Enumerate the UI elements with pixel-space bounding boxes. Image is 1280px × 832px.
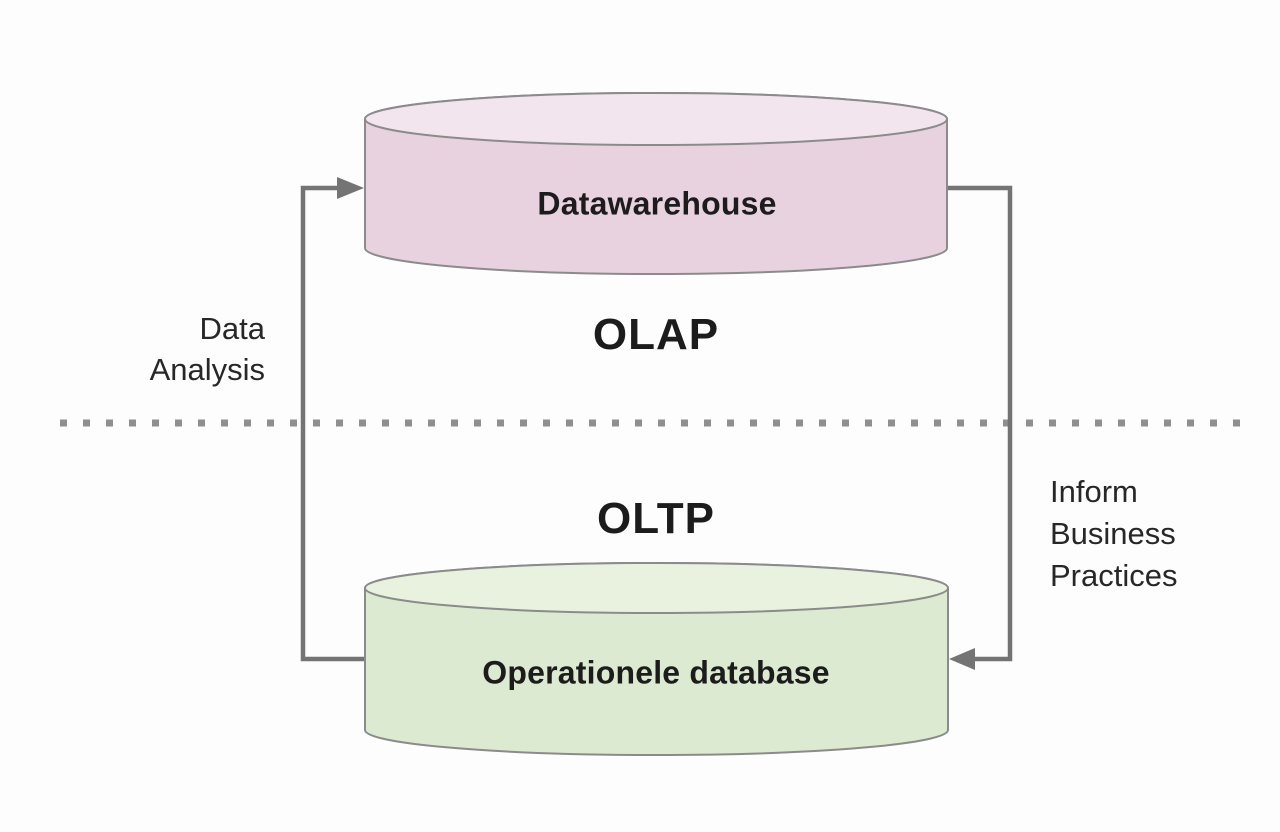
datawarehouse-cylinder-top xyxy=(364,92,948,146)
data-analysis-label: Data Analysis xyxy=(150,308,265,390)
operational-database-cylinder xyxy=(364,562,949,756)
left-connector-line xyxy=(300,185,365,662)
datawarehouse-label: Datawarehouse xyxy=(537,185,777,222)
olap-zone-label: OLAP xyxy=(592,310,720,359)
operational-database-label: Operationele database xyxy=(482,654,830,691)
datawarehouse-cylinder xyxy=(364,92,948,275)
operational-database-cylinder-top xyxy=(364,562,949,614)
data-analysis-label-line1: Data xyxy=(199,311,265,346)
right-connector-line xyxy=(947,185,1013,662)
inform-business-practices-label: Inform Business Practices xyxy=(1050,471,1177,597)
inform-business-practices-label-line2: Business xyxy=(1050,516,1176,551)
inform-business-practices-label-line1: Inform xyxy=(1050,474,1138,509)
data-analysis-label-line2: Analysis xyxy=(149,352,265,387)
right-connector-arrowhead-icon xyxy=(949,648,975,670)
left-connector-arrowhead-icon xyxy=(337,177,364,199)
inform-business-practices-label-line3: Practices xyxy=(1050,558,1178,593)
oltp-zone-label: OLTP xyxy=(596,494,716,543)
